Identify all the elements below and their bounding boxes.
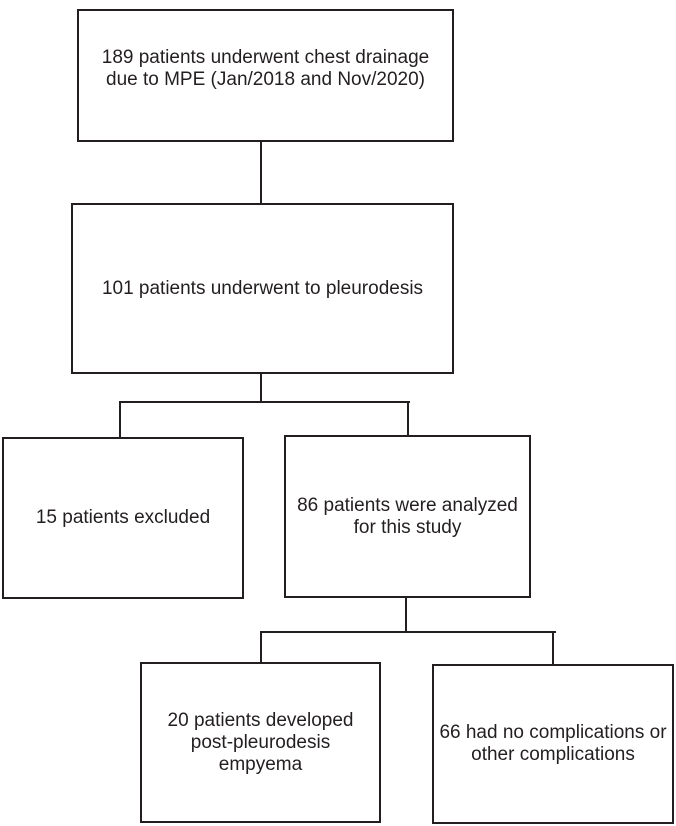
flow-node-text-line: due to MPE (Jan/2018 and Nov/2020)	[106, 68, 425, 90]
flow-node-chest-drainage: 189 patients underwent chest drainage du…	[77, 9, 454, 142]
flow-node-text-line: empyema	[218, 753, 303, 775]
flow-node-no-complications: 66 had no complications or other complic…	[432, 664, 674, 824]
connector-drop-to-empyema	[260, 633, 262, 662]
flow-node-text-line: 189 patients underwent chest drainage	[101, 46, 430, 68]
flow-node-text-line: 101 patients underwent to pleurodesis	[101, 277, 424, 299]
flow-node-text-line: post-pleurodesis	[190, 731, 331, 753]
connector-branch-top	[119, 401, 410, 403]
connector-pleurodesis-stem	[260, 374, 262, 403]
flow-node-excluded: 15 patients excluded	[2, 437, 244, 599]
connector-drainage-to-pleurodesis	[260, 142, 262, 203]
connector-drop-to-analyzed	[407, 403, 409, 435]
flow-node-pleurodesis: 101 patients underwent to pleurodesis	[71, 203, 454, 374]
connector-branch-bottom	[260, 631, 556, 633]
flow-node-empyema: 20 patients developed post-pleurodesis e…	[140, 662, 381, 823]
flow-node-text-line: 20 patients developed	[167, 709, 354, 731]
flow-node-analyzed: 86 patients were analyzed for this study	[284, 435, 531, 598]
flow-node-text-line: 15 patients excluded	[35, 507, 211, 528]
connector-analyzed-stem	[405, 598, 407, 631]
connector-drop-to-no-complications	[552, 633, 554, 664]
flow-node-text-line: for this study	[353, 516, 462, 538]
connector-drop-to-excluded	[119, 403, 121, 437]
flow-node-text-line: 66 had no complications or	[439, 722, 667, 743]
flow-node-text-line: 86 patients were analyzed	[297, 494, 518, 516]
flow-node-text-line: other complications	[471, 744, 635, 765]
